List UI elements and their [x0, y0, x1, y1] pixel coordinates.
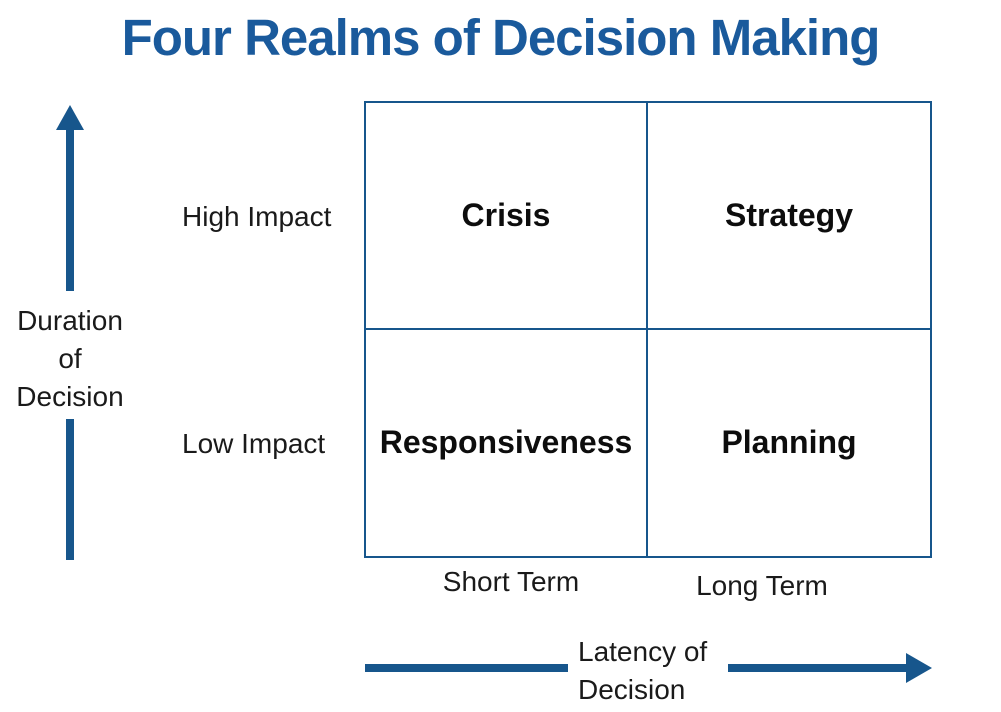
y-axis-label-line-1: Duration — [17, 305, 123, 336]
row-label-low-impact: Low Impact — [182, 428, 326, 459]
y-axis-up-arrowhead-icon — [56, 105, 84, 130]
x-axis-line-right — [728, 664, 906, 672]
quadrant-crisis: Crisis — [366, 103, 648, 330]
row-label-high-impact: High Impact — [182, 201, 332, 232]
x-axis-right-arrowhead-icon — [906, 653, 932, 683]
y-axis-label: Duration of Decision — [0, 302, 140, 416]
x-axis-label-line-2: Decision — [578, 674, 686, 705]
y-axis-label-line-3: Decision — [16, 381, 124, 412]
quadrant-responsiveness: Responsiveness — [366, 329, 648, 556]
y-axis-line-upper — [66, 128, 74, 291]
x-axis-line-left — [365, 664, 568, 672]
x-axis-label-line-1: Latency of — [578, 636, 708, 667]
column-label-short-term: Short Term — [442, 566, 580, 597]
quadrant-matrix: Crisis Strategy Responsiveness Planning — [364, 101, 932, 558]
slide-title: Four Realms of Decision Making — [121, 9, 881, 66]
column-label-long-term: Long Term — [696, 570, 828, 601]
x-axis-label: Latency of Decision — [578, 633, 707, 709]
quadrant-planning: Planning — [721, 424, 857, 461]
y-axis-label-line-2: of — [58, 343, 82, 374]
y-axis-line-lower — [66, 419, 74, 560]
quadrant-strategy: Strategy — [648, 103, 930, 330]
